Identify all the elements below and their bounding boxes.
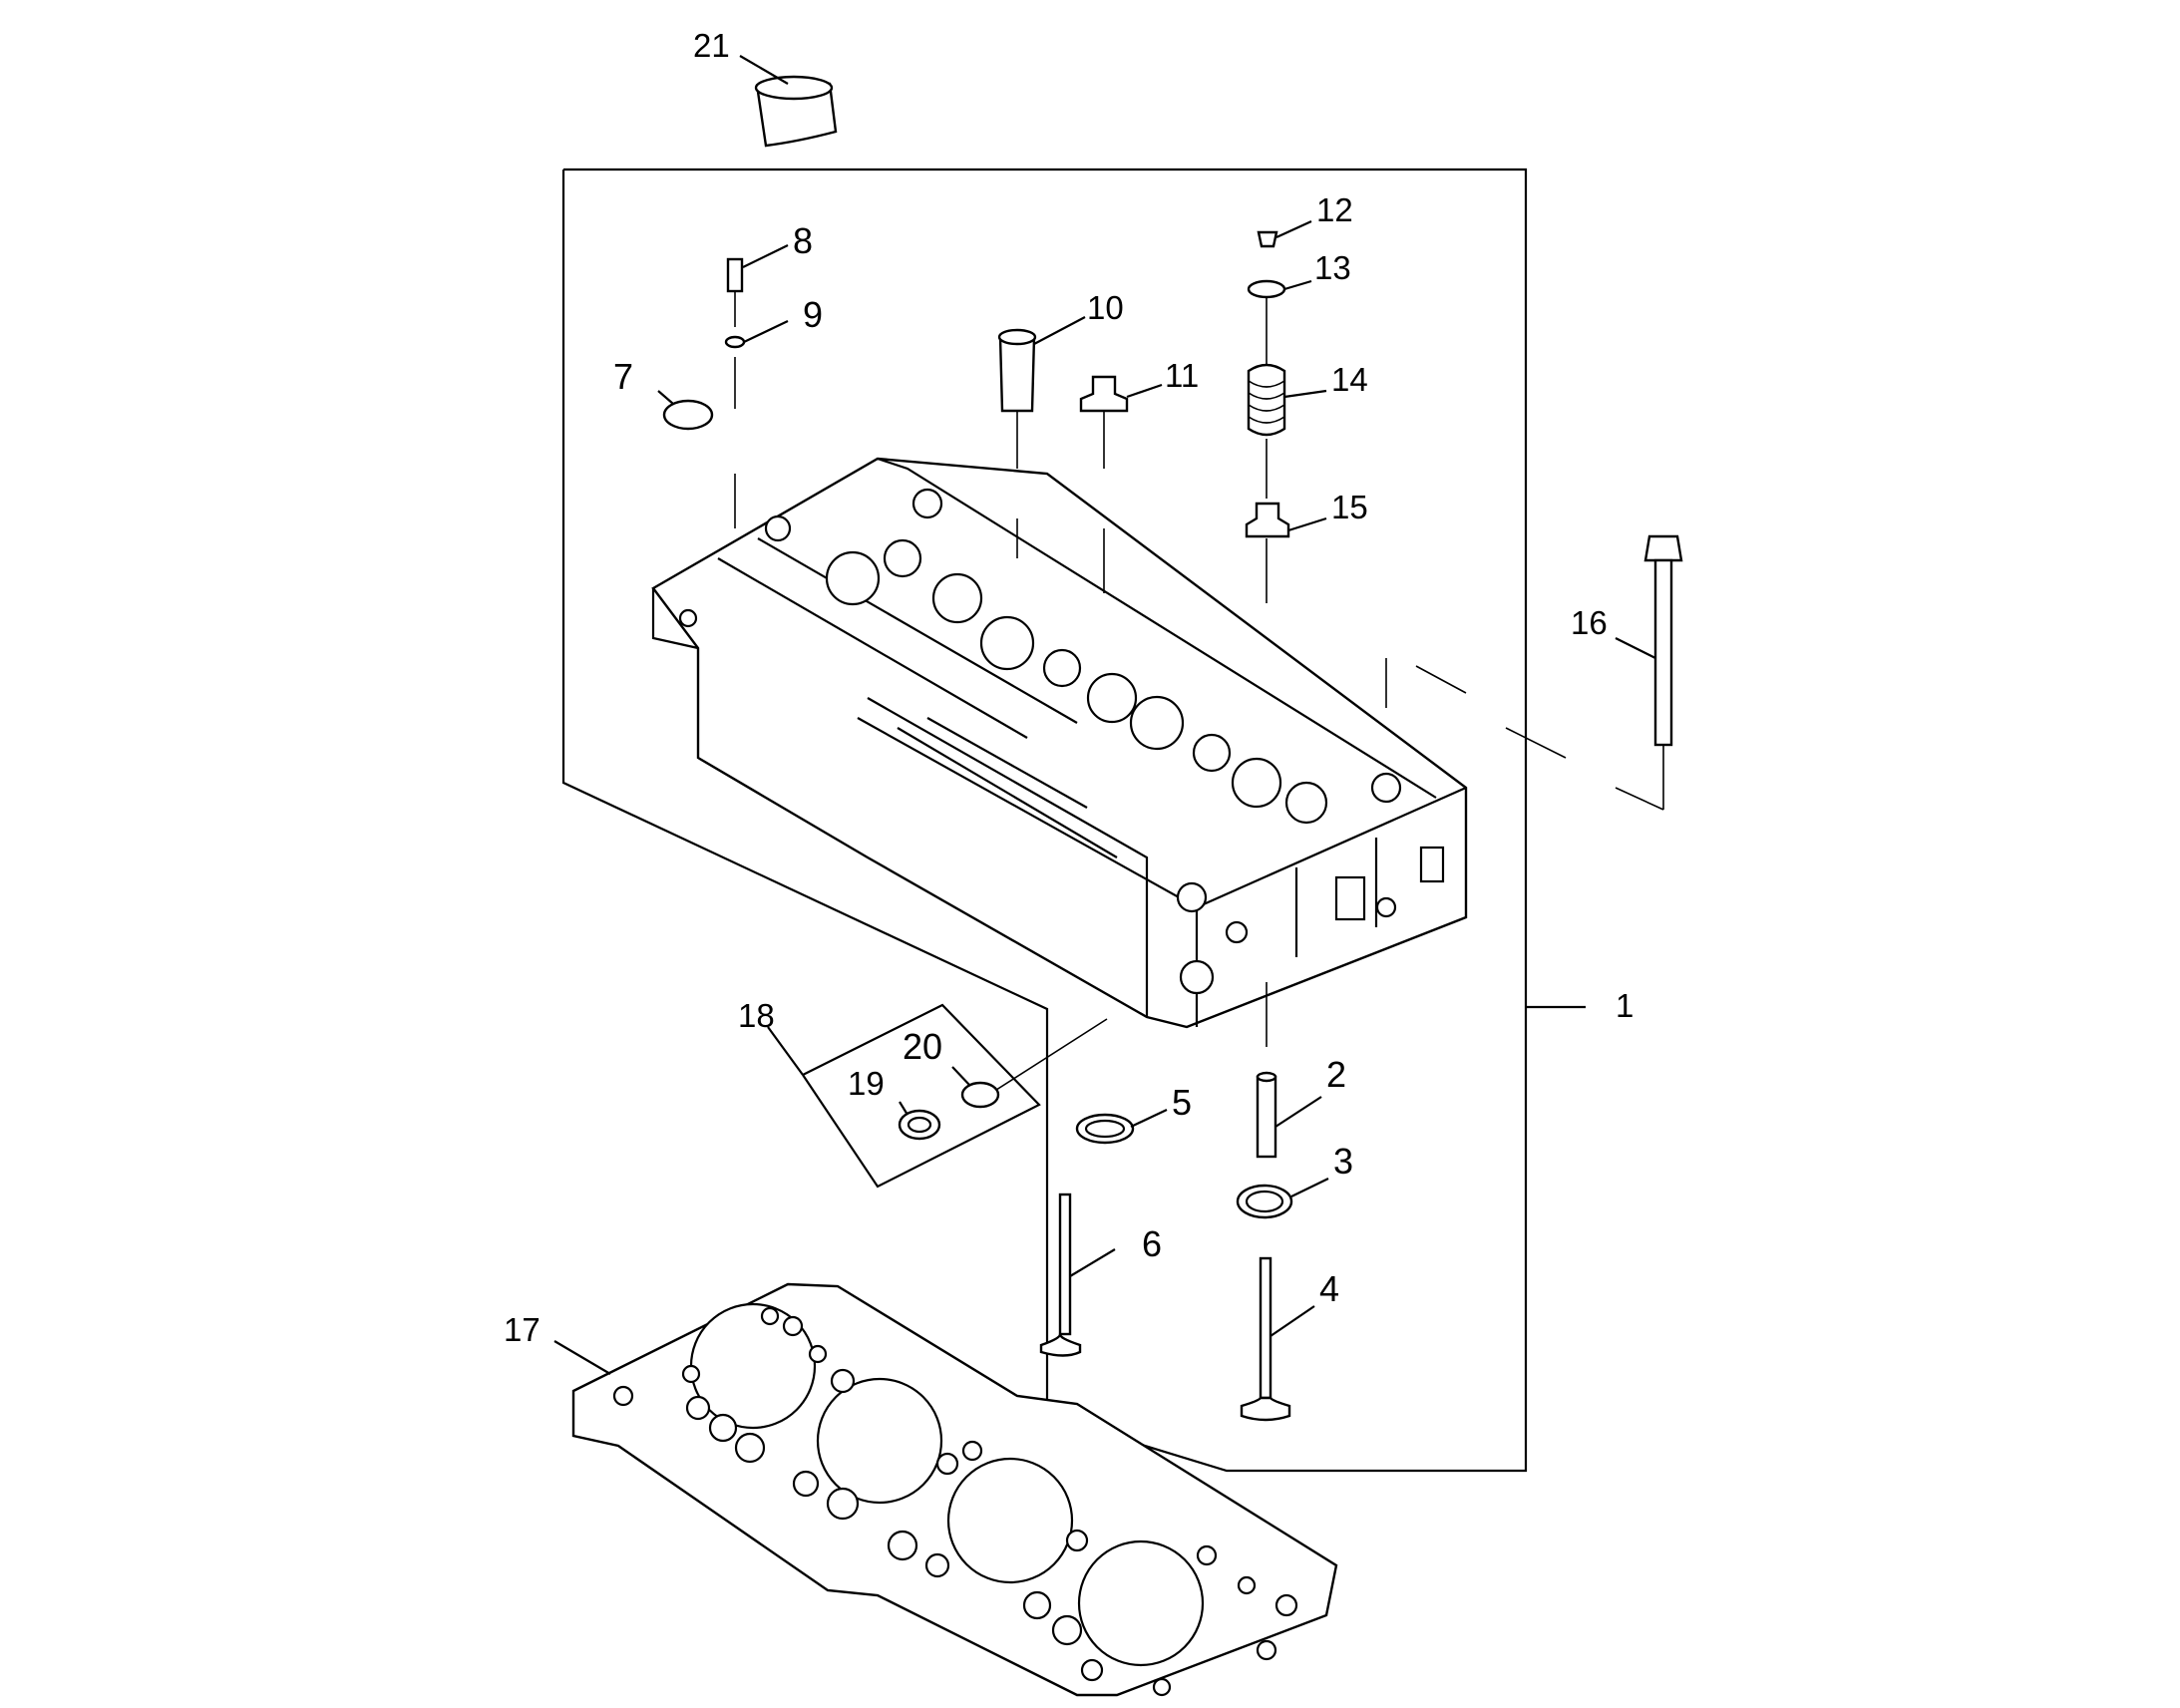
callout-2: 2: [1326, 1054, 1346, 1095]
part-9-o-ring: [724, 320, 789, 349]
part-20-o-ring: [951, 1066, 1000, 1109]
part-6-valve: [1039, 1193, 1116, 1357]
callout-15: 15: [1331, 489, 1368, 525]
callout-9: 9: [803, 294, 823, 335]
part-7-plug: [657, 390, 714, 431]
part-16-head-bolt: [1385, 534, 1683, 811]
kit-18-boundary: [767, 1003, 1108, 1189]
callout-4: 4: [1319, 1268, 1339, 1309]
callout-3: 3: [1333, 1141, 1353, 1182]
callout-6: 6: [1142, 1223, 1162, 1264]
part-14-valve-spring: [1247, 363, 1327, 499]
part-8-dowel: [726, 244, 789, 528]
callout-1: 1: [1616, 987, 1634, 1024]
callout-21: 21: [693, 27, 730, 64]
part-13-spring-retainer: [1247, 279, 1312, 364]
part-12-valve-cotter: [1257, 219, 1312, 248]
callout-10: 10: [1087, 289, 1124, 326]
callout-13: 13: [1314, 249, 1351, 286]
callout-7: 7: [613, 356, 633, 397]
part-10-injector-sleeve: [997, 316, 1086, 558]
part-1-cylinder-head: [651, 457, 1468, 1029]
part-4-valve: [1240, 1256, 1315, 1422]
callout-19: 19: [848, 1065, 885, 1102]
part-11-valve-stem-seal: [1079, 375, 1163, 593]
callout-5: 5: [1172, 1082, 1192, 1123]
callout-17: 17: [504, 1311, 541, 1348]
callout-16: 16: [1571, 604, 1608, 641]
callout-12: 12: [1316, 191, 1353, 228]
callout-18: 18: [738, 997, 775, 1034]
part-3-valve-seat: [1236, 1178, 1329, 1219]
part-2-valve-guide: [1256, 982, 1322, 1159]
part-15-valve-stem-seal: [1245, 502, 1327, 603]
callout-11: 11: [1165, 357, 1199, 394]
part-5-valve-seat: [1075, 1109, 1168, 1145]
callout-8: 8: [793, 220, 813, 261]
part-19-plug: [898, 1101, 941, 1141]
part-21-sleeve: [739, 55, 838, 148]
part-17-head-gasket: [553, 1282, 1338, 1697]
callout-20: 20: [903, 1026, 942, 1067]
callout-14: 14: [1331, 361, 1368, 398]
